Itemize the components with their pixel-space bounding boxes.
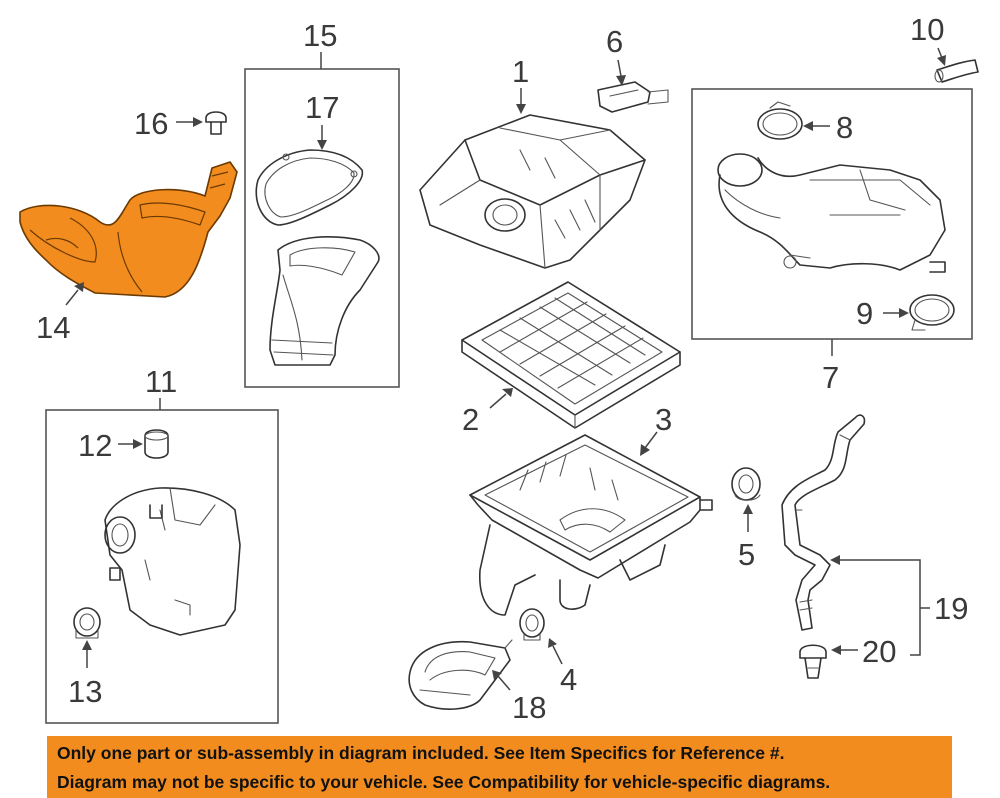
part-5-grommet[interactable] [731,467,761,501]
callout-16: 16 [134,106,168,141]
callout-20: 20 [862,634,896,669]
part-7-intake-assembly[interactable] [717,153,946,273]
callout-1: 1 [512,54,529,89]
disclaimer-line-2: Diagram may not be specific to your vehi… [57,772,831,792]
callout-13: 13 [68,674,102,709]
callout-7: 7 [822,360,839,395]
part-14-air-duct[interactable] [19,161,238,298]
callout-9: 9 [856,296,873,331]
part-18-duct[interactable] [408,639,513,710]
part-17-seal[interactable] [255,149,364,226]
group-box-7 [691,88,973,340]
group-box-11 [45,409,279,724]
callout-5: 5 [738,537,755,572]
disclaimer-banner: Only one part or sub-assembly in diagram… [47,736,952,798]
callout-2: 2 [462,402,479,437]
callout-4: 4 [560,662,577,697]
part-16-clip[interactable] [205,111,227,135]
callout-6: 6 [606,24,623,59]
callout-15: 15 [303,18,337,53]
part-20-clip[interactable] [799,644,827,679]
part-1-air-cleaner-cover[interactable] [419,114,646,269]
part-19-hose[interactable] [781,414,866,631]
part-2-air-filter[interactable] [461,281,681,429]
part-13-grommet[interactable] [73,607,101,639]
part-9-clamp[interactable] [909,294,955,331]
part-3-lower-housing[interactable] [469,434,713,616]
callout-17: 17 [305,90,339,125]
callout-11: 11 [145,364,177,399]
part-6-sensor[interactable] [597,81,669,113]
callout-8: 8 [836,110,853,145]
part-10-hose[interactable] [934,59,979,83]
callout-19: 19 [934,591,968,626]
part-4-grommet[interactable] [519,608,545,641]
callout-14: 14 [36,310,70,345]
disclaimer-line-1: Only one part or sub-assembly in diagram… [57,743,785,763]
callout-18: 18 [512,690,546,725]
part-11-resonator[interactable] [104,487,241,636]
callout-12: 12 [78,428,112,463]
group-box-15 [244,68,400,388]
part-12-cap[interactable] [144,429,169,459]
part-15-duct[interactable] [269,236,380,366]
part-8-clamp[interactable] [757,101,803,140]
callout-10: 10 [910,12,944,47]
callout-3: 3 [655,402,672,437]
